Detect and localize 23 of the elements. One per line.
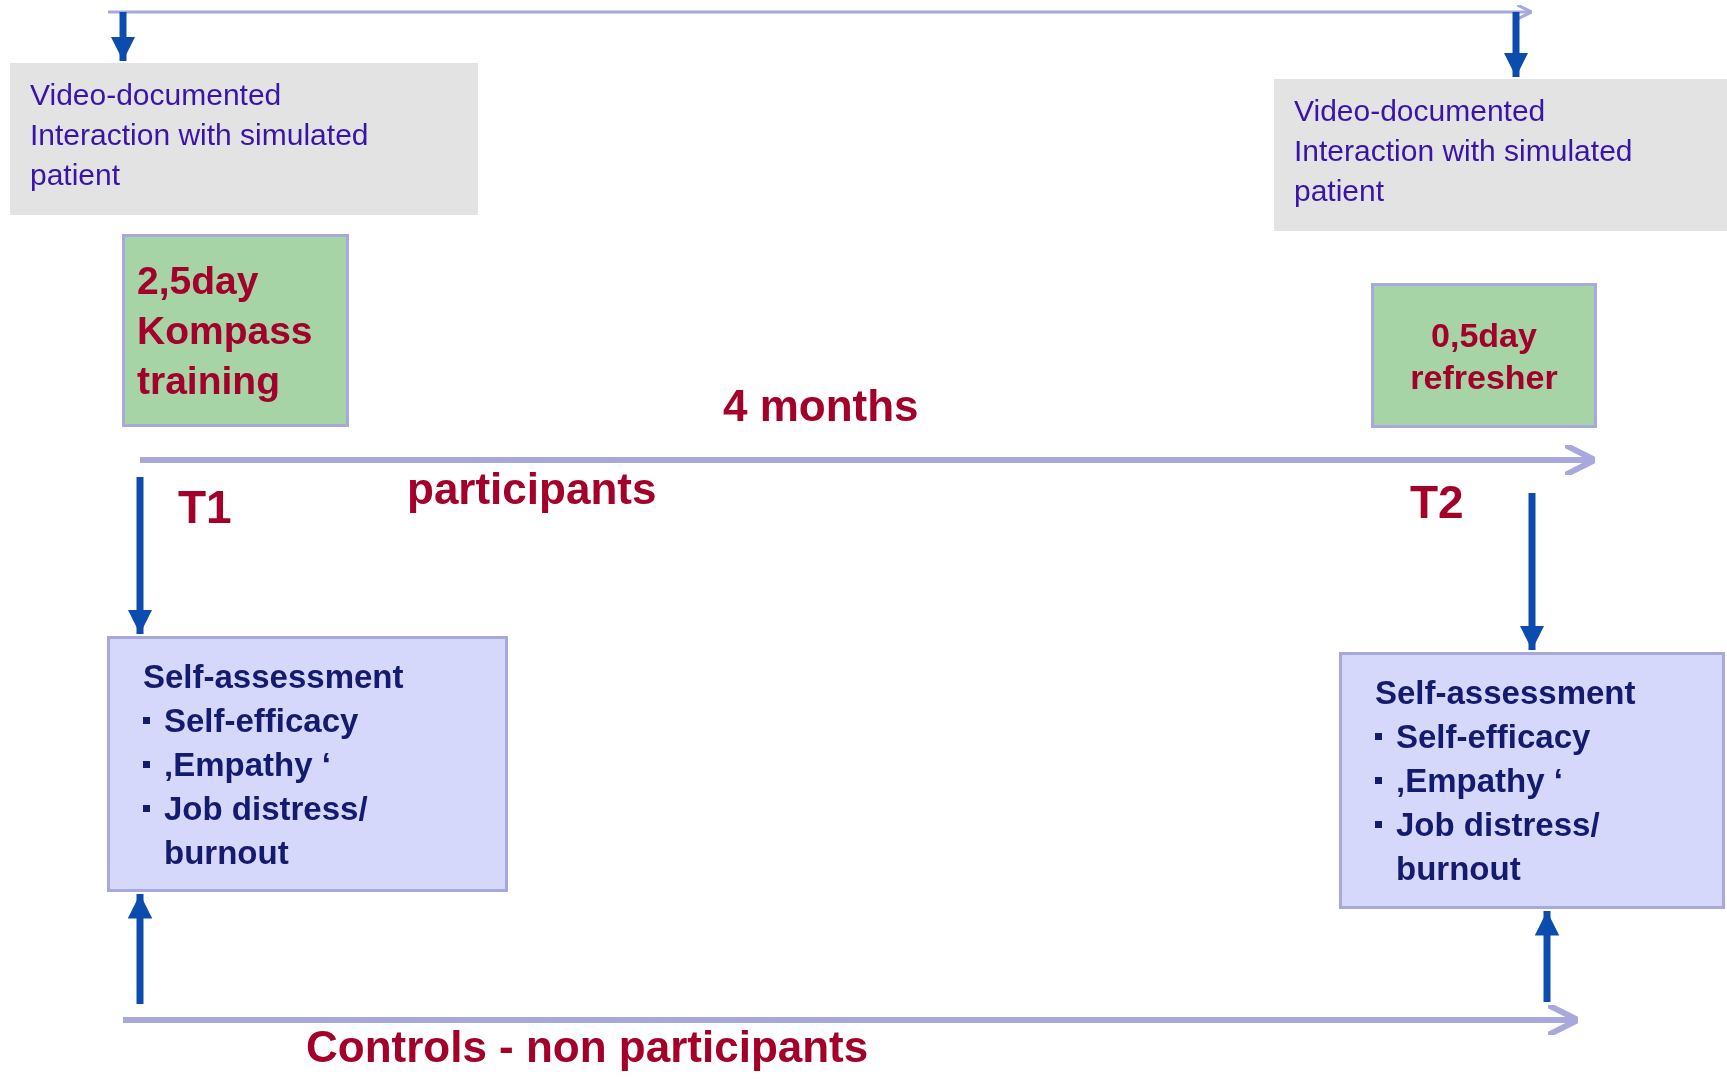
training-text: 0,5day refresher xyxy=(1409,314,1559,398)
assessment-box xyxy=(107,636,508,892)
assessment-item: ‚Empathy ‘ xyxy=(1396,761,1564,801)
step-box xyxy=(1274,79,1727,231)
step-text: Video-documented Interaction with simulated patient xyxy=(1294,93,1634,209)
timepoint-label: T1 xyxy=(178,484,232,530)
assessment-item: Self-efficacy xyxy=(164,701,360,741)
assessment-item: Self-efficacy xyxy=(1396,717,1592,757)
group-label: Controls - non participants xyxy=(306,1025,869,1069)
training-text: 2,5day Kompass training xyxy=(137,257,314,404)
group-label: participants xyxy=(407,467,657,511)
step-box xyxy=(10,63,478,215)
timepoint-label: T2 xyxy=(1410,479,1464,525)
assessment-box xyxy=(1339,652,1725,909)
assessment-heading: Self-assessment xyxy=(1375,673,1637,713)
training-box xyxy=(1371,283,1597,428)
assessment-item: Job distress/ burnout xyxy=(1396,805,1601,889)
duration-label: 4 months xyxy=(723,384,919,428)
training-box xyxy=(122,234,349,427)
assessment-item: Job distress/ burnout xyxy=(164,789,369,873)
assessment-item: ‚Empathy ‘ xyxy=(164,745,332,785)
assessment-heading: Self-assessment xyxy=(143,657,405,697)
step-text: Video-documented Interaction with simulated patient xyxy=(30,77,370,193)
